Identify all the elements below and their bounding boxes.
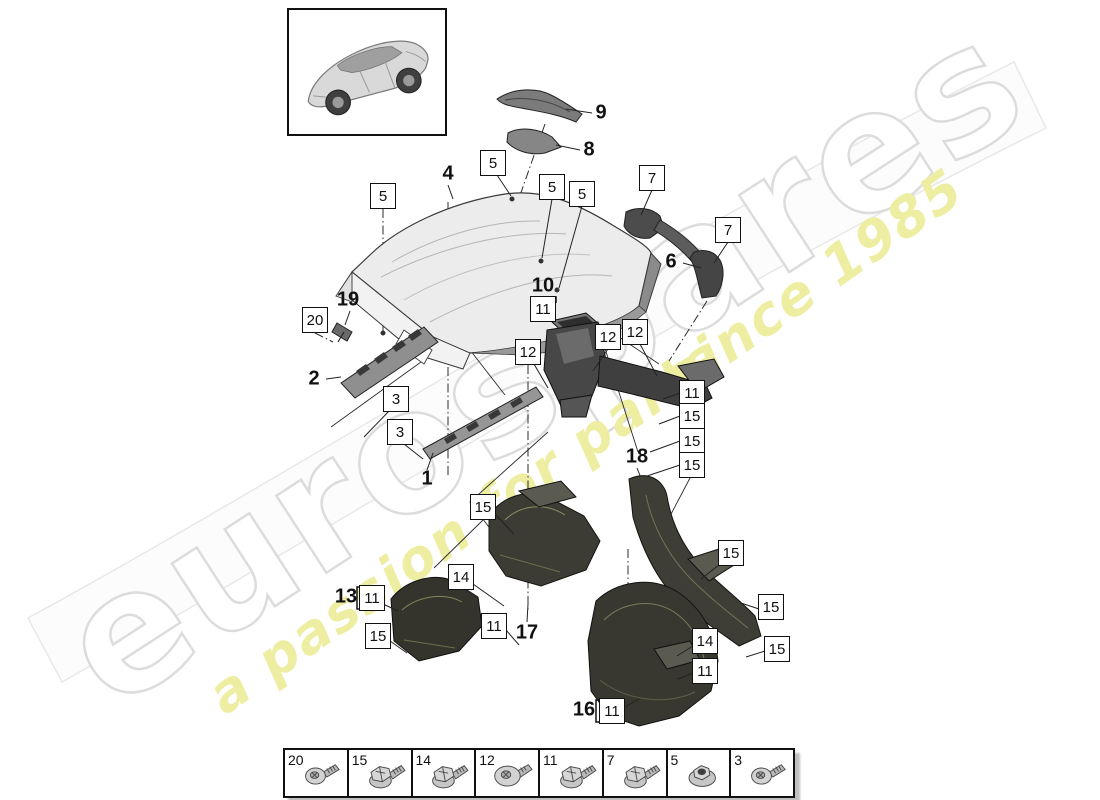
callout-box-15: 15 bbox=[764, 636, 790, 662]
legend-item-14: 14 bbox=[413, 750, 477, 796]
callout-lines bbox=[325, 108, 766, 710]
legend-item-number: 11 bbox=[543, 752, 558, 768]
callout-box-5: 5 bbox=[370, 183, 396, 209]
legend-item-11: 11 bbox=[540, 750, 604, 796]
callout-box-15: 15 bbox=[758, 594, 784, 620]
callout-box-5: 5 bbox=[539, 174, 565, 200]
callout-num-17: 17 bbox=[515, 621, 539, 644]
part-16-shield bbox=[587, 581, 719, 727]
callout-box-14: 14 bbox=[692, 628, 718, 654]
legend-item-20: 20 bbox=[285, 750, 349, 796]
callout-box-12: 12 bbox=[595, 324, 621, 350]
callout-box-11: 11 bbox=[679, 380, 705, 406]
car-body-lines bbox=[313, 51, 426, 98]
car-glasshouse bbox=[336, 46, 403, 73]
watermark-swoosh bbox=[26, 60, 1047, 684]
part-8-bracket bbox=[506, 128, 562, 155]
legend-item-number: 20 bbox=[288, 752, 304, 768]
callout-box-15: 15 bbox=[718, 540, 744, 566]
hex-flange-bolt-icon bbox=[366, 760, 410, 794]
legend-item-15: 15 bbox=[349, 750, 413, 796]
vehicle-thumbnail bbox=[307, 40, 429, 116]
callout-box-15: 15 bbox=[470, 494, 496, 520]
fastener-legend: 20 15 14 12 11 7 5 3 bbox=[283, 748, 795, 798]
callout-box-11: 11 bbox=[599, 698, 625, 724]
legend-item-number: 15 bbox=[351, 752, 368, 768]
callout-num-1: 1 bbox=[421, 467, 433, 490]
legend-item-number: 12 bbox=[479, 752, 495, 768]
legend-item-12: 12 bbox=[476, 750, 540, 796]
callout-box-15: 15 bbox=[679, 452, 705, 478]
callout-num-13: 13 bbox=[334, 585, 358, 608]
callout-box-14: 14 bbox=[448, 564, 474, 590]
part-1-bracket-strip bbox=[422, 386, 544, 460]
legend-item-3: 3 bbox=[731, 750, 793, 796]
callout-box-12: 12 bbox=[622, 319, 648, 345]
truss-torx-screw-icon bbox=[493, 760, 537, 794]
callout-box-15: 15 bbox=[679, 403, 705, 429]
callout-num-10: 10 bbox=[531, 274, 555, 297]
callout-box-11: 11 bbox=[481, 613, 507, 639]
callout-box-5: 5 bbox=[569, 181, 595, 207]
callout-num-8: 8 bbox=[583, 138, 595, 161]
legend-item-number: 3 bbox=[734, 752, 743, 768]
callout-box-11: 11 bbox=[692, 658, 718, 684]
callout-box-15: 15 bbox=[679, 428, 705, 454]
callout-num-19: 19 bbox=[336, 288, 360, 311]
legend-item-number: 14 bbox=[415, 752, 432, 768]
part-13-shield bbox=[390, 577, 483, 662]
callout-box-3: 3 bbox=[387, 419, 413, 445]
part-4-heat-shield bbox=[335, 192, 662, 370]
callout-num-16: 16 bbox=[572, 698, 596, 721]
part-17-shield-assembly bbox=[488, 480, 601, 587]
vehicle-inset-box bbox=[287, 8, 447, 136]
part-2-bracket-strip bbox=[340, 326, 439, 399]
callout-num-18: 18 bbox=[625, 445, 649, 468]
button-torx-screw-icon bbox=[302, 760, 346, 794]
legend-item-number: 7 bbox=[606, 752, 615, 768]
legend-item-number: 5 bbox=[670, 752, 679, 768]
legend-item-5: 5 bbox=[668, 750, 732, 796]
callout-num-6: 6 bbox=[665, 250, 677, 273]
callout-box-7: 7 bbox=[715, 217, 741, 243]
part-9-bracket bbox=[496, 89, 583, 123]
hex-flange-bolt-icon bbox=[429, 760, 473, 794]
callout-box-7: 7 bbox=[639, 165, 665, 191]
car-rear-rim bbox=[403, 74, 415, 87]
hex-flange-bolt-icon bbox=[621, 760, 665, 794]
callout-num-2: 2 bbox=[308, 367, 320, 390]
callout-box-11: 11 bbox=[359, 585, 385, 611]
callout-num-4: 4 bbox=[442, 162, 454, 185]
callout-box-5: 5 bbox=[480, 150, 506, 176]
car-front-rim bbox=[332, 96, 344, 109]
callout-box-15: 15 bbox=[365, 623, 391, 649]
legend-item-7: 7 bbox=[604, 750, 668, 796]
callout-box-20: 20 bbox=[302, 307, 328, 333]
callout-box-3: 3 bbox=[383, 386, 409, 412]
hex-flange-nut-icon bbox=[684, 760, 728, 794]
pan-torx-screw-icon bbox=[748, 760, 792, 794]
callout-num-9: 9 bbox=[595, 101, 607, 124]
callout-box-12: 12 bbox=[515, 339, 541, 365]
callout-box-11: 11 bbox=[530, 296, 556, 322]
hex-flange-bolt-icon bbox=[557, 760, 601, 794]
part-19-clip bbox=[331, 322, 353, 343]
